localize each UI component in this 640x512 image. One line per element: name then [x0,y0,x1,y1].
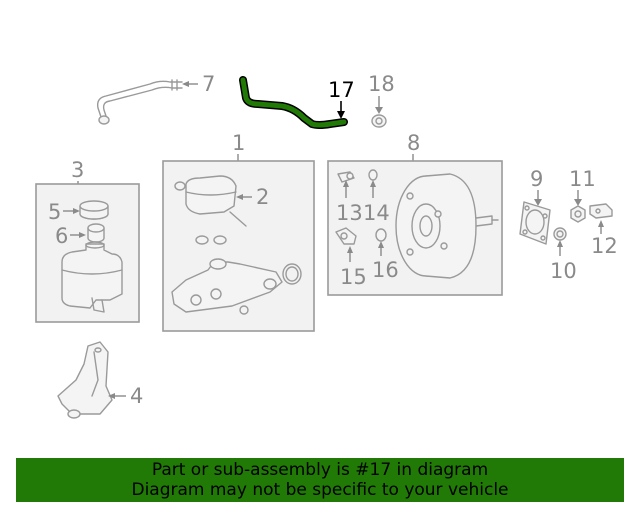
part-7-hose [96,79,183,125]
part-6-strainer [87,223,105,243]
callout-15: 15 [340,265,367,289]
part-11-nut [570,205,586,223]
callout-1: 1 [232,131,245,155]
arrowhead-13 [343,180,349,187]
part-1-oring [282,263,302,285]
part-1-grommets [195,235,227,245]
part-4-bracket [57,341,113,419]
callout-13: 13 [336,201,363,225]
callout-12: 12 [591,234,618,258]
part-8-brake-booster [395,173,499,279]
part-15-fitting [335,227,357,245]
part-1-master-cylinder [171,258,283,315]
callout-2: 2 [256,185,269,209]
arrowhead-5 [73,208,80,214]
arrowhead-16 [378,241,384,248]
part-18-clip [371,114,387,128]
callout-14: 14 [363,201,390,225]
arrowhead-6 [79,232,86,238]
arrowhead-15 [347,246,353,253]
callout-8: 8 [407,131,420,155]
arrowhead-14 [370,180,376,187]
part-14-grommet [368,169,378,181]
part-2-reservoir [174,175,247,227]
callout-5: 5 [48,200,61,224]
arrowhead-11 [574,199,582,206]
callout-7: 7 [202,72,215,96]
callout-3: 3 [71,158,84,182]
banner-line-2: Diagram may not be specific to your vehi… [131,480,509,500]
part-17-hose-highlighted[interactable] [239,76,348,129]
info-banner: Part or sub-assembly is #17 in diagram D… [16,458,624,502]
callout-10: 10 [550,259,577,283]
part-10-nut [553,227,567,241]
part-9-gasket [519,201,551,245]
callout-16: 16 [372,258,399,282]
callout-17: 17 [328,78,355,102]
part-13-check-valve [337,171,355,183]
part-5-cap [79,200,109,220]
callout-9: 9 [530,167,543,191]
part-16-nut [375,228,387,242]
arrowhead-9 [534,199,542,206]
arrowhead-10 [557,240,563,247]
callout-6: 6 [55,224,68,248]
part-12-clevis [589,203,613,219]
banner-line-1: Part or sub-assembly is #17 in diagram [151,460,489,480]
callout-11: 11 [569,167,596,191]
arrowhead-17 [337,111,345,119]
callout-4: 4 [130,384,143,408]
arrowhead-7 [182,81,189,87]
arrowhead-4 [108,393,115,399]
part-3-reservoir [61,241,123,313]
arrowhead-12 [598,220,604,227]
callout-18: 18 [368,72,395,96]
arrowhead-18 [375,107,383,114]
arrowhead-2 [236,194,243,200]
